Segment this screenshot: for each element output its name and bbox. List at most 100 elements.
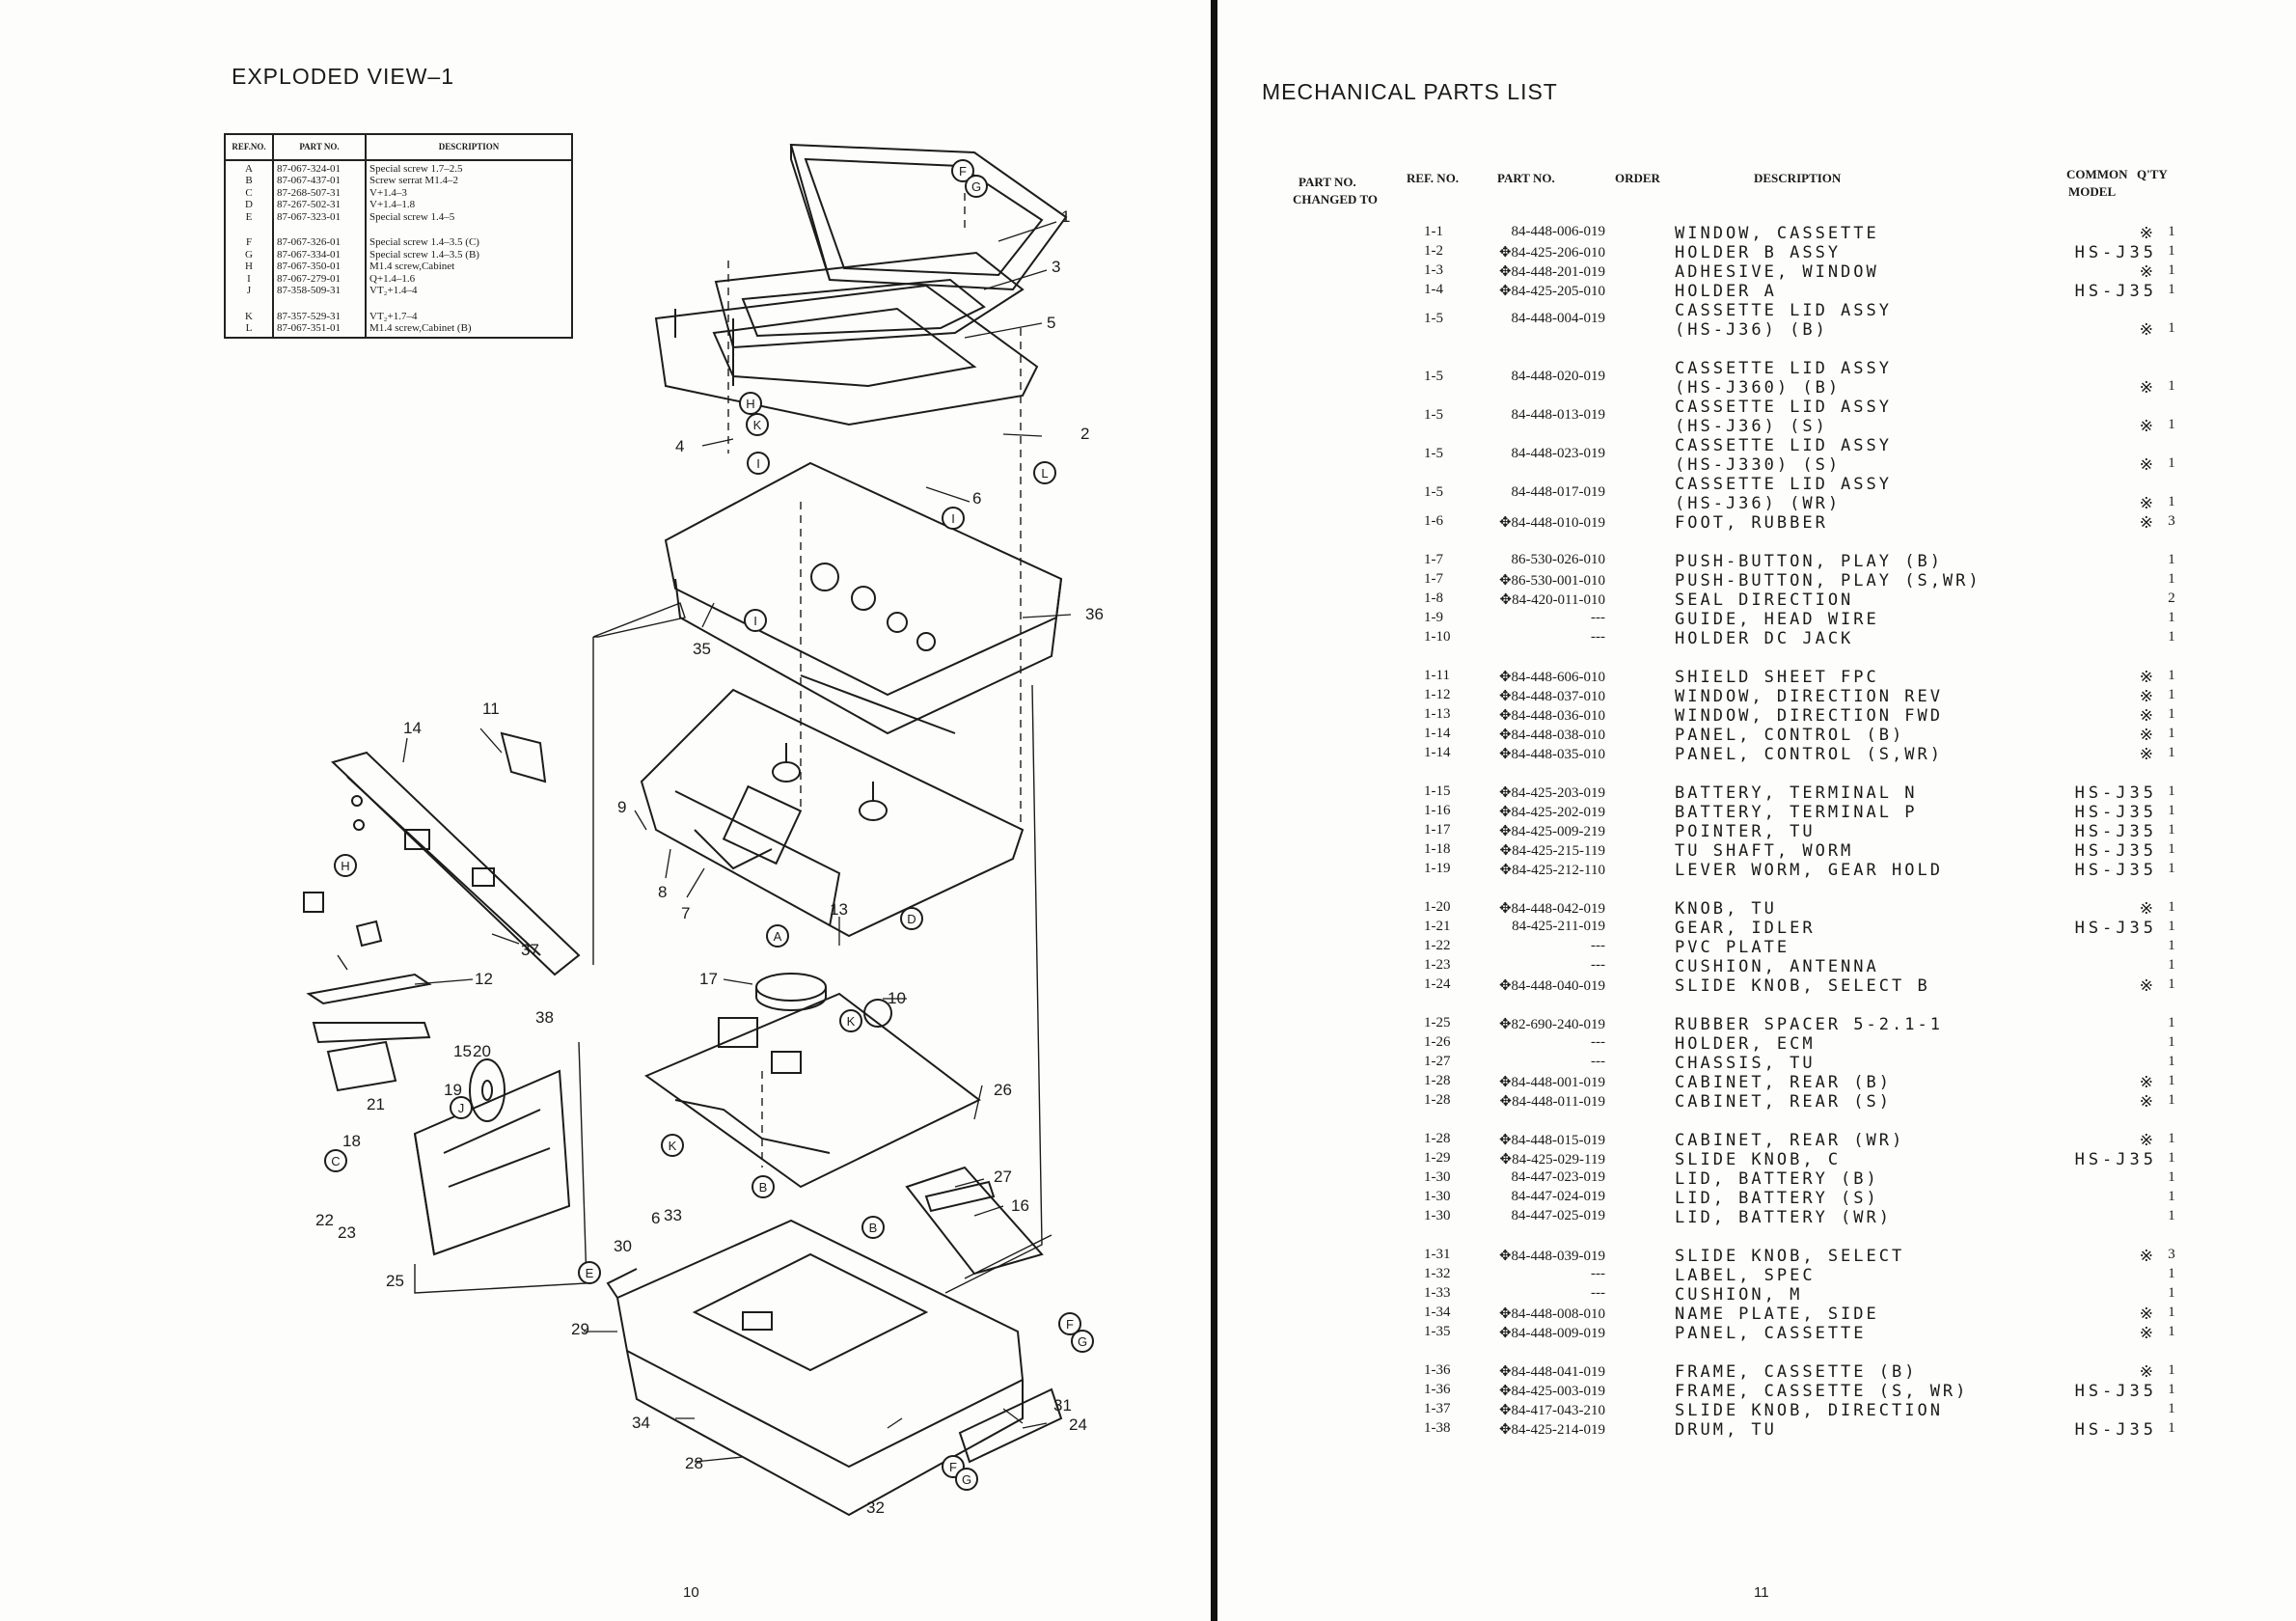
description: KNOB, TU (1675, 899, 1777, 919)
part-no: ✥86-530-001-010 (1498, 573, 1605, 589)
callout-15: 15 (453, 1042, 472, 1060)
ref-no: 1-23 (1424, 957, 1451, 973)
part-no: ✥84-448-036-010 (1498, 708, 1605, 724)
screw-desc-d: V+1.4–1.8 (369, 199, 416, 210)
ref-no: 1-4 (1424, 282, 1443, 297)
hdr-ref-no: REF. NO. (1407, 171, 1460, 185)
common-model: HS-J35 (2074, 861, 2157, 880)
part-no: --- (1591, 1266, 1605, 1281)
callout-11: 11 (482, 700, 500, 718)
ref-no: 1-12 (1424, 687, 1451, 702)
ref-no: 1-36 (1424, 1362, 1451, 1378)
ref-no: 1-22 (1424, 938, 1451, 953)
part-no: ✥84-448-038-010 (1498, 728, 1605, 743)
hdr-qty: Q'TY (2137, 167, 2168, 181)
part-no: 84-448-023-019 (1511, 446, 1606, 461)
description: CABINET, REAR (WR) (1675, 1131, 1905, 1150)
callout-31: 31 (1053, 1396, 1072, 1415)
part-no: ✥84-425-212-110 (1499, 863, 1606, 878)
quantity: 1 (2168, 1150, 2175, 1166)
part-no: 84-448-006-019 (1511, 224, 1606, 239)
ref-no: 1-5 (1424, 311, 1443, 326)
ref-no: 1-24 (1424, 976, 1451, 992)
screw-ref-c: C (245, 186, 253, 199)
part-no: 84-448-017-019 (1511, 484, 1606, 500)
hdr-model: MODEL (2068, 184, 2117, 199)
description: PUSH-BUTTON, PLAY (B) (1675, 552, 1943, 571)
ref-no: 1-1 (1424, 224, 1443, 239)
quantity: 1 (2168, 1169, 2175, 1185)
part-no: ✥84-425-205-010 (1498, 284, 1605, 299)
ref-no: 1-32 (1424, 1266, 1451, 1281)
description: PANEL, CASSETTE (1675, 1324, 1867, 1343)
holder-b-part (714, 251, 1025, 349)
page-number-right: 11 (1754, 1584, 1769, 1601)
quantity: 1 (2168, 1420, 2175, 1436)
slide-knob-parts (303, 892, 432, 1092)
common-model: ※ (2139, 687, 2157, 706)
part-no: ✥84-425-206-010 (1498, 245, 1605, 261)
screw-ref-i: I (247, 272, 251, 285)
part-no: ✥84-448-606-010 (1498, 670, 1605, 685)
ref-no: 1-13 (1424, 706, 1451, 722)
part-no: ✥84-417-043-210 (1498, 1403, 1605, 1418)
quantity: 1 (2168, 571, 2175, 587)
screw-marker-k: K (661, 1134, 684, 1157)
svg-text:I: I (756, 456, 760, 471)
description: HOLDER A (1675, 282, 1777, 301)
common-model: HS-J35 (2074, 1150, 2157, 1169)
description: CASSETTE LID ASSY (1675, 359, 1892, 378)
label-spec-part (958, 1387, 1063, 1464)
description: CHASSIS, TU (1675, 1054, 1816, 1073)
ref-no: 1-31 (1424, 1247, 1451, 1262)
description: TU SHAFT, WORM (1675, 841, 1854, 861)
ref-no: 1-25 (1424, 1015, 1451, 1030)
quantity: 1 (2168, 687, 2175, 702)
common-model: ※ (2139, 1305, 2157, 1324)
screw-marker-g: G (1071, 1330, 1094, 1353)
quantity: 1 (2168, 243, 2175, 259)
description: SLIDE KNOB, SELECT B (1675, 976, 1930, 996)
hdr-part-no: PART NO. (1497, 171, 1555, 185)
common-model: HS-J35 (2074, 803, 2157, 822)
description: CUSHION, ANTENNA (1675, 957, 1879, 976)
part-no: ✥84-448-201-019 (1498, 264, 1605, 280)
common-model: HS-J35 (2074, 1420, 2157, 1440)
screw-marker-i: I (744, 609, 767, 632)
common-model: ※ (2139, 455, 2157, 475)
quantity: 1 (2168, 552, 2175, 567)
description: (HS-J36) (S) (1675, 417, 1828, 436)
common-model: ※ (2139, 494, 2157, 513)
quantity: 1 (2168, 1015, 2175, 1030)
screw-ref-d: D (245, 199, 253, 210)
quantity: 1 (2168, 224, 2175, 239)
description: NAME PLATE, SIDE (1675, 1305, 1879, 1324)
callout-32: 32 (866, 1498, 885, 1517)
callout-5: 5 (1047, 314, 1055, 332)
ref-no: 1-38 (1424, 1420, 1451, 1436)
ref-no: 1-37 (1424, 1401, 1451, 1416)
quantity: 2 (2168, 591, 2175, 606)
ref-no: 1-30 (1424, 1189, 1451, 1204)
exploded-view-title: EXPLODED VIEW–1 (232, 64, 455, 89)
svg-text:D: D (907, 912, 916, 926)
description: SLIDE KNOB, DIRECTION (1675, 1401, 1943, 1420)
screw-part-e: 87-067-323-01 (277, 210, 341, 223)
part-no: --- (1591, 938, 1605, 953)
ref-no: 1-28 (1424, 1131, 1451, 1146)
mechanism-chassis-part (640, 688, 1025, 938)
quantity: 1 (2168, 1401, 2175, 1416)
quantity: 1 (2168, 1324, 2175, 1339)
ref-no: 1-11 (1424, 668, 1450, 683)
description: SHIELD SHEET FPC (1675, 668, 1879, 687)
screw-marker-f: F (951, 159, 974, 182)
ref-no: 1-19 (1424, 861, 1451, 876)
description: LEVER WORM, GEAR HOLD (1675, 861, 1943, 880)
quantity: 1 (2168, 1362, 2175, 1378)
description: BATTERY, TERMINAL N (1675, 783, 1918, 803)
screw-marker-k: K (746, 413, 769, 436)
ref-no: 1-5 (1424, 446, 1443, 461)
quantity: 1 (2168, 1034, 2175, 1050)
